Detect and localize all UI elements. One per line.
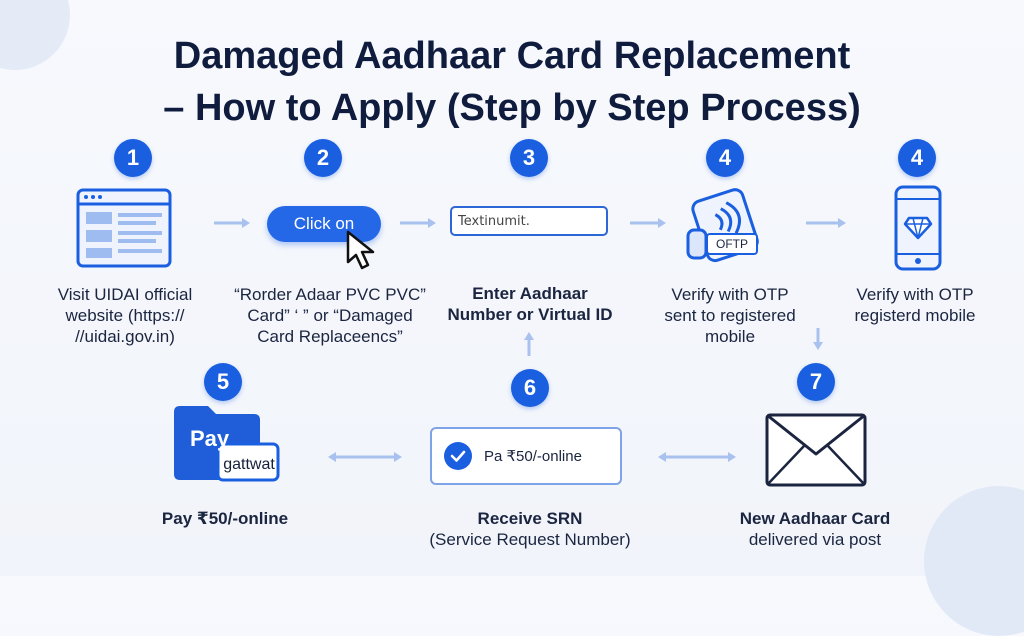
step-1-label: Visit UIDAI official website (https:// /… xyxy=(57,285,193,346)
step-3-label: Enter Aadhaar Number or Virtual ID xyxy=(447,284,613,324)
otp-chip: OFTP xyxy=(706,233,758,255)
arrow-2-to-3 xyxy=(400,218,436,228)
aadhaar-number-input[interactable]: Textinumit. xyxy=(450,206,608,236)
background-blob-bottom-right xyxy=(924,486,1024,636)
step-badge-6: 6 xyxy=(511,369,549,407)
arrow-up-from-6 xyxy=(524,332,534,356)
arrow-down-to-7 xyxy=(813,328,823,350)
step-6-label: Receive SRN (Service Request Number) xyxy=(429,509,631,549)
step-badge-2: 2 xyxy=(304,139,342,177)
mouse-cursor-icon xyxy=(346,230,375,270)
click-on-button[interactable]: Click on xyxy=(267,206,381,242)
arrow-3-to-4 xyxy=(630,218,666,228)
title-line-2: – How to Apply (Step by Step Process) xyxy=(163,87,861,129)
step-2-label: “Rorder Adaar PVC PVC” Card” ‘ ” or “Dam… xyxy=(234,285,426,346)
pay-text: Pay xyxy=(190,426,230,451)
contactless-card-icon xyxy=(686,188,759,263)
title-line-1: Damaged Aadhaar Card Replacement xyxy=(173,35,851,77)
arrow-5-6-bidirectional xyxy=(328,452,402,462)
arrow-6-7-bidirectional xyxy=(658,452,736,462)
srn-payment-box: Pa ₹50/-online xyxy=(430,427,622,485)
step-4a-label: Verify with OTP sent to registered mobil… xyxy=(664,285,796,346)
arrow-4-to-4 xyxy=(806,218,846,228)
step-5-label: Pay ₹50/-online xyxy=(161,509,289,528)
check-circle-icon xyxy=(444,442,472,470)
step-badge-5: 5 xyxy=(204,363,242,401)
arrow-1-to-2 xyxy=(214,218,250,228)
browser-window-icon xyxy=(76,188,172,268)
step-badge-3: 3 xyxy=(510,139,548,177)
srn-box-text: Pa ₹50/-online xyxy=(484,448,582,465)
envelope-icon xyxy=(765,413,867,487)
step-badge-4a: 4 xyxy=(706,139,744,177)
step-badge-7: 7 xyxy=(797,363,835,401)
page-title: Damaged Aadhaar Card Replacement – How t… xyxy=(0,30,1024,134)
smartphone-icon xyxy=(894,185,942,271)
folder-icon xyxy=(174,406,280,482)
step-7-label: New Aadhaar Card delivered via post xyxy=(739,509,891,549)
step-4b-label: Verify with OTP registerd mobile xyxy=(854,285,976,325)
gateway-text: gattwat xyxy=(223,456,275,473)
step-badge-1: 1 xyxy=(114,139,152,177)
step-badge-4b: 4 xyxy=(898,139,936,177)
